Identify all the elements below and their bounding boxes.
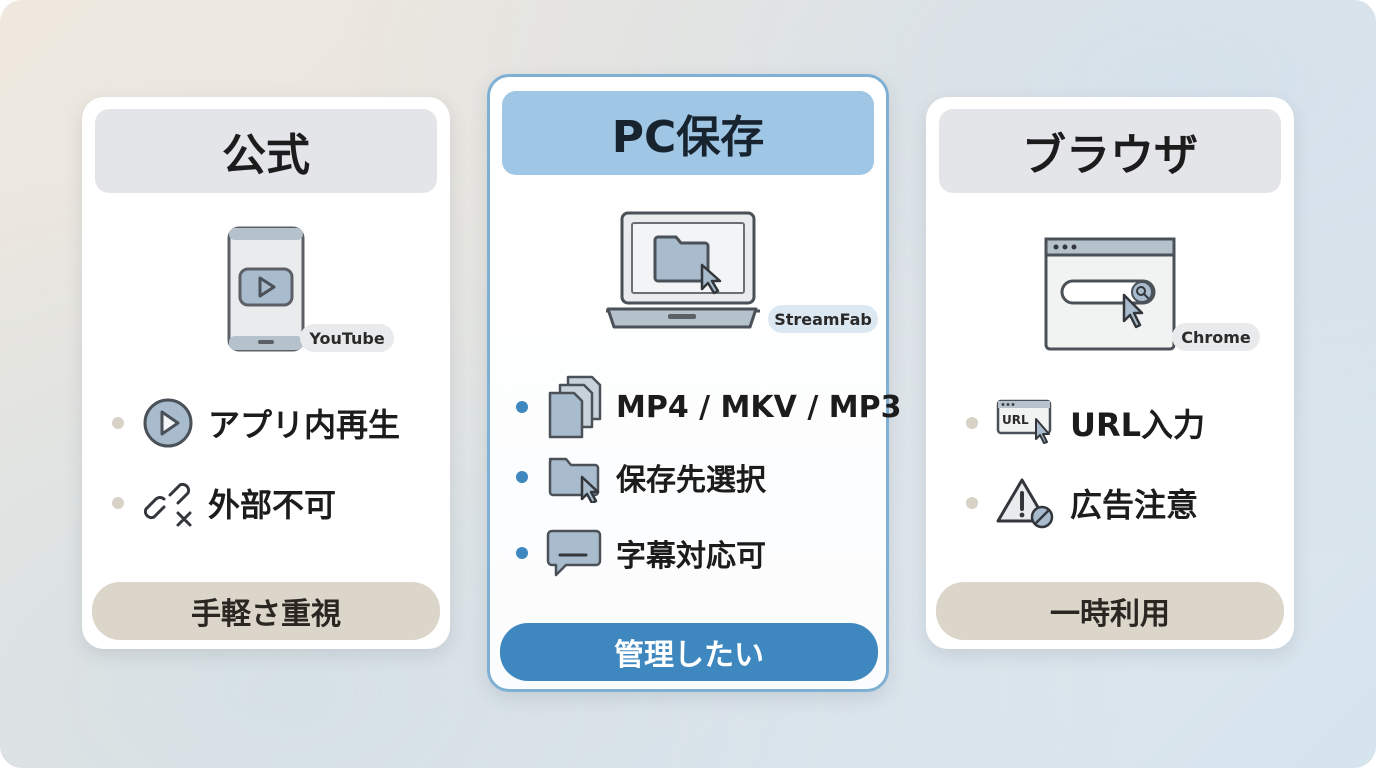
- list-item: 保存先選択: [516, 451, 766, 503]
- bullet-dot: [966, 497, 978, 509]
- item-text: アプリ内再生: [208, 406, 401, 444]
- item-text: MP4 / MKV / MP3: [616, 389, 902, 425]
- list-item: 外部不可: [112, 477, 336, 529]
- list-item: MP4 / MKV / MP3: [516, 375, 901, 439]
- list-item: URL URL入力: [966, 397, 1205, 449]
- card-footer-label: 管理したい: [500, 623, 878, 681]
- item-text: 広告注意: [1070, 486, 1199, 524]
- list-item: アプリ内再生: [112, 397, 400, 449]
- bullet-dot: [966, 417, 978, 429]
- item-text: 保存先選択: [616, 463, 766, 498]
- bullet-dot: [112, 497, 124, 509]
- url-window-icon: URL: [996, 397, 1056, 449]
- play-circle-icon: [142, 397, 194, 449]
- item-text: URL入力: [1070, 406, 1206, 444]
- list-item: 字幕対応可: [516, 527, 766, 579]
- source-tag: StreamFab: [768, 305, 878, 333]
- pc-save-card: PC保存 StreamFab MP4 / MKV / MP3: [487, 74, 901, 692]
- warning-block-icon: [996, 477, 1056, 529]
- item-text: 字幕対応可: [616, 539, 766, 574]
- browser-card: ブラウザ Chrome URL: [926, 97, 1294, 649]
- item-text: 外部不可: [208, 486, 337, 524]
- official-card: 公式 YouTube アプリ内再生: [82, 97, 450, 649]
- folder-cursor-icon: [546, 451, 602, 503]
- bullet-dot: [112, 417, 124, 429]
- source-tag: YouTube: [300, 324, 394, 352]
- card-footer-label: 手軽さ重視: [92, 582, 440, 640]
- card-title: 公式: [95, 109, 437, 193]
- card-title: PC保存: [502, 91, 874, 175]
- bullet-dot: [516, 401, 528, 413]
- smartphone-play-icon: [226, 225, 306, 353]
- bullet-dot: [516, 547, 528, 559]
- source-tag: Chrome: [1172, 323, 1260, 351]
- documents-icon: [546, 375, 602, 439]
- laptop-folder-icon: [604, 209, 770, 333]
- bullet-dot: [516, 471, 528, 483]
- subtitle-bubble-icon: [546, 527, 602, 579]
- browser-search-icon: [1044, 237, 1176, 351]
- list-item: 広告注意: [966, 477, 1198, 529]
- card-title: ブラウザ: [939, 109, 1281, 193]
- url-icon-label: URL: [1002, 413, 1029, 427]
- broken-link-icon: [142, 477, 194, 529]
- card-footer-label: 一時利用: [936, 582, 1284, 640]
